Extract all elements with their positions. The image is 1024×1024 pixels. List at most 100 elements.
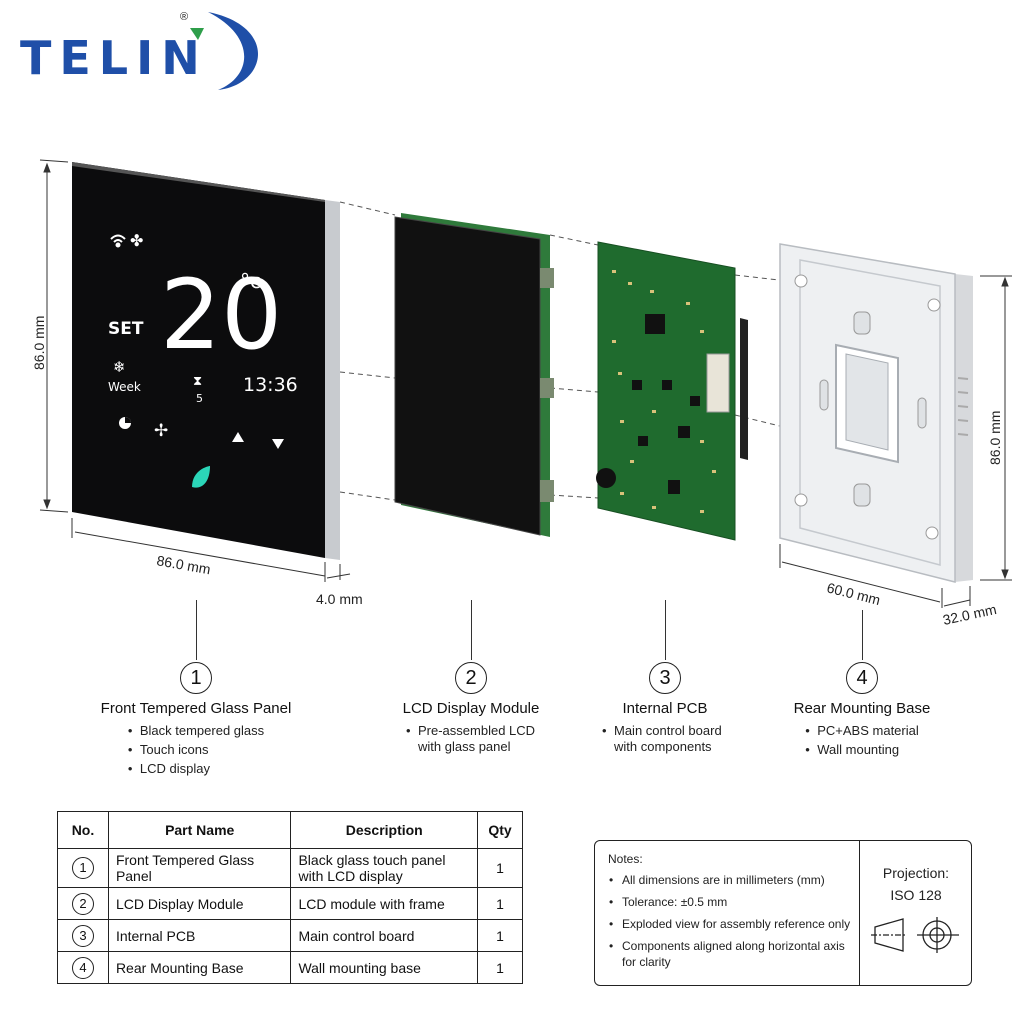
table-cell-desc: LCD module with frame xyxy=(290,887,479,920)
base-screw-hole-tl xyxy=(794,274,808,288)
callout-bullet: Wall mounting xyxy=(805,742,919,758)
callout-bullets: Pre-assembled LCD with glass panel xyxy=(406,723,536,758)
logo-wordmark: TELIN xyxy=(20,31,208,85)
row-number: 4 xyxy=(71,956,94,979)
lcd-unit: °c xyxy=(240,269,261,293)
callout-bullet: Black tempered glass xyxy=(128,723,264,739)
lcd-module-tab-top xyxy=(540,268,554,288)
wifi-icon xyxy=(110,234,126,248)
projection-divider xyxy=(859,841,861,985)
down-arrow-icon[interactable] xyxy=(272,439,284,449)
callout-leader-3 xyxy=(665,600,666,660)
lcd-day: 5 xyxy=(196,392,203,405)
column-header-no: No. xyxy=(57,811,109,849)
callout-internal-pcb: 3 Internal PCB Main control board with c… xyxy=(590,662,740,758)
pcb-chip-6 xyxy=(668,480,680,494)
parts-table: No. Part Name Description Qty 1 Front Te… xyxy=(57,811,523,984)
lcd-time: 13:36 xyxy=(243,374,298,396)
table-row: 4 Rear Mounting Base Wall mounting base … xyxy=(57,951,523,984)
front-glass-panel: ✤ 20 °c SET ❄ Week ⧗ 5 13:36 ✢ 86.0 mm 8… xyxy=(31,159,363,607)
lcd-module-tab-bottom xyxy=(540,480,554,502)
panel-depth-label: 4.0 mm xyxy=(316,591,363,607)
callout-bullet: Touch icons xyxy=(128,742,264,758)
note-item: Components aligned along horizontal axis… xyxy=(608,938,858,970)
base-slot-right xyxy=(917,397,927,429)
callout-lcd-module: 2 LCD Display Module Pre-assembled LCD w… xyxy=(381,662,561,758)
table-row: 1 Front Tempered Glass Panel Black glass… xyxy=(57,848,523,888)
table-cell-qty: 1 xyxy=(477,848,523,888)
pcb-side-connector xyxy=(740,318,748,460)
base-screw-hole-tr xyxy=(927,298,941,312)
base-inner-rim xyxy=(799,259,941,566)
table-cell-desc: Main control board xyxy=(290,919,479,952)
table-cell-no: 3 xyxy=(57,919,109,952)
column-header-description: Description xyxy=(290,811,479,849)
table-cell-no: 1 xyxy=(57,848,109,888)
projection-label: Projection: xyxy=(882,865,950,881)
callout-rear-base: 4 Rear Mounting Base PC+ABS material Wal… xyxy=(786,662,938,761)
logo-leaf-icon xyxy=(190,28,204,40)
callout-bullets: PC+ABS material Wall mounting xyxy=(805,723,919,761)
pcb-microcontroller xyxy=(645,314,665,334)
telin-logo: TELIN ® xyxy=(20,11,258,90)
row-number: 3 xyxy=(71,924,94,947)
notes-list: All dimensions are in millimeters (mm) T… xyxy=(608,872,858,970)
table-header-row: No. Part Name Description Qty xyxy=(57,811,523,849)
lcd-temperature: 20 xyxy=(160,259,282,371)
note-item: Tolerance: ±0.5 mm xyxy=(608,894,858,910)
base-window-inner xyxy=(845,353,889,451)
up-arrow-icon[interactable] xyxy=(232,432,244,442)
table-cell-part: Front Tempered Glass Panel xyxy=(107,848,292,888)
table-cell-no: 2 xyxy=(57,887,109,920)
panel-dimension-lines xyxy=(39,159,351,582)
table-cell-part: Internal PCB xyxy=(107,919,292,952)
first-angle-projection-icon xyxy=(871,917,959,953)
notes-section: Notes: All dimensions are in millimeters… xyxy=(608,852,858,976)
callout-number: 1 xyxy=(180,662,212,694)
pcb-chip-2 xyxy=(662,380,672,390)
base-side-wall xyxy=(955,274,973,582)
base-width-label: 60.0 mm xyxy=(825,579,882,608)
callout-number: 2 xyxy=(455,662,487,694)
callout-title: Front Tempered Glass Panel xyxy=(100,700,292,717)
eco-leaf-icon[interactable] xyxy=(192,466,210,488)
column-header-part-name: Part Name xyxy=(107,811,292,849)
table-cell-qty: 1 xyxy=(477,919,523,952)
callout-leader-1 xyxy=(196,600,197,660)
table-cell-qty: 1 xyxy=(477,887,523,920)
panel-width-label: 86.0 mm xyxy=(155,552,211,577)
internal-pcb xyxy=(596,241,748,541)
pcb-chip-3 xyxy=(690,396,700,406)
row-number: 1 xyxy=(71,857,94,879)
panel-height-label: 86.0 mm xyxy=(31,316,47,370)
table-row: 2 LCD Display Module LCD module with fra… xyxy=(57,887,523,920)
base-dimension-lines xyxy=(779,275,1012,608)
base-vents xyxy=(957,377,969,436)
callout-leader-4 xyxy=(862,610,863,660)
base-slot-top xyxy=(853,311,871,335)
pcb-connector xyxy=(706,353,730,413)
lcd-module-screen xyxy=(394,216,541,536)
pcb-chip-5 xyxy=(638,436,648,446)
clock-icon-hand xyxy=(125,417,131,423)
callout-bullet: PC+ABS material xyxy=(805,723,919,739)
note-item: Exploded view for assembly reference onl… xyxy=(608,916,858,932)
table-cell-desc: Black glass touch panel with LCD display xyxy=(290,848,479,888)
registered-mark: ® xyxy=(180,11,188,23)
projection-standard: ISO 128 xyxy=(890,887,942,903)
callout-bullets: Main control board with components xyxy=(602,723,728,758)
base-slot-left xyxy=(819,379,829,411)
fan-speed-icon[interactable]: ✢ xyxy=(154,421,168,441)
base-screw-hole-bl xyxy=(794,493,808,507)
base-screw-hole-br xyxy=(925,526,939,540)
exploded-view-drawing: ✤ 20 °c SET ❄ Week ⧗ 5 13:36 ✢ 86.0 mm 8… xyxy=(31,159,1012,628)
callout-number: 4 xyxy=(846,662,878,694)
panel-glass xyxy=(72,162,325,558)
panel-top-bevel xyxy=(72,162,325,202)
pcb-chip-1 xyxy=(632,380,642,390)
base-height-label: 86.0 mm xyxy=(987,411,1003,465)
callout-title: Rear Mounting Base xyxy=(793,700,931,717)
fan-icon: ✤ xyxy=(130,231,143,250)
table-cell-no: 4 xyxy=(57,951,109,984)
table-row: 3 Internal PCB Main control board 1 xyxy=(57,919,523,952)
